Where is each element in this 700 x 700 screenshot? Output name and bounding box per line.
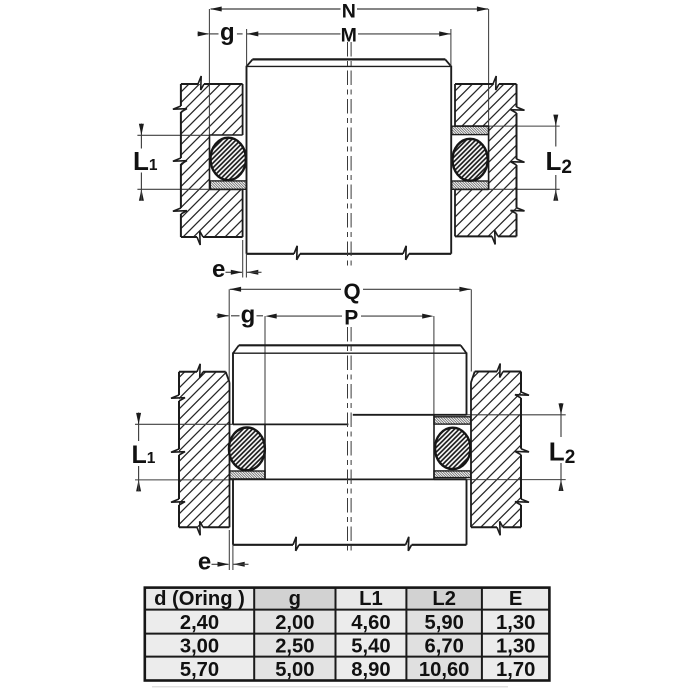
- svg-text:8,90: 8,90: [351, 659, 390, 681]
- svg-text:L1: L1: [359, 588, 383, 610]
- svg-text:d (Oring ): d (Oring ): [154, 588, 245, 610]
- svg-text:g: g: [220, 19, 235, 46]
- svg-text:6,70: 6,70: [425, 636, 464, 658]
- svg-text:5,00: 5,00: [275, 659, 314, 681]
- svg-text:L1: L1: [132, 441, 156, 469]
- svg-text:Q: Q: [344, 279, 361, 304]
- svg-text:4,60: 4,60: [351, 612, 390, 634]
- svg-text:L2: L2: [549, 436, 575, 468]
- svg-text:E: E: [509, 588, 522, 610]
- svg-text:5,90: 5,90: [425, 612, 464, 634]
- svg-text:1,70: 1,70: [496, 659, 535, 681]
- svg-text:L2: L2: [432, 588, 456, 610]
- svg-text:N: N: [342, 0, 356, 22]
- svg-text:g: g: [289, 588, 301, 610]
- svg-text:5,40: 5,40: [351, 636, 390, 658]
- svg-text:2,00: 2,00: [275, 612, 314, 634]
- svg-text:g: g: [241, 302, 256, 329]
- svg-text:5,70: 5,70: [180, 659, 219, 681]
- svg-text:e: e: [198, 549, 211, 576]
- svg-text:10,60: 10,60: [419, 659, 470, 681]
- svg-text:P: P: [344, 307, 358, 330]
- svg-text:1,30: 1,30: [496, 636, 535, 658]
- svg-text:3,00: 3,00: [180, 636, 219, 658]
- svg-text:2,50: 2,50: [275, 636, 314, 658]
- svg-text:e: e: [212, 256, 225, 283]
- svg-text:M: M: [341, 25, 357, 47]
- svg-text:1,30: 1,30: [496, 612, 535, 634]
- svg-text:2,40: 2,40: [180, 612, 219, 634]
